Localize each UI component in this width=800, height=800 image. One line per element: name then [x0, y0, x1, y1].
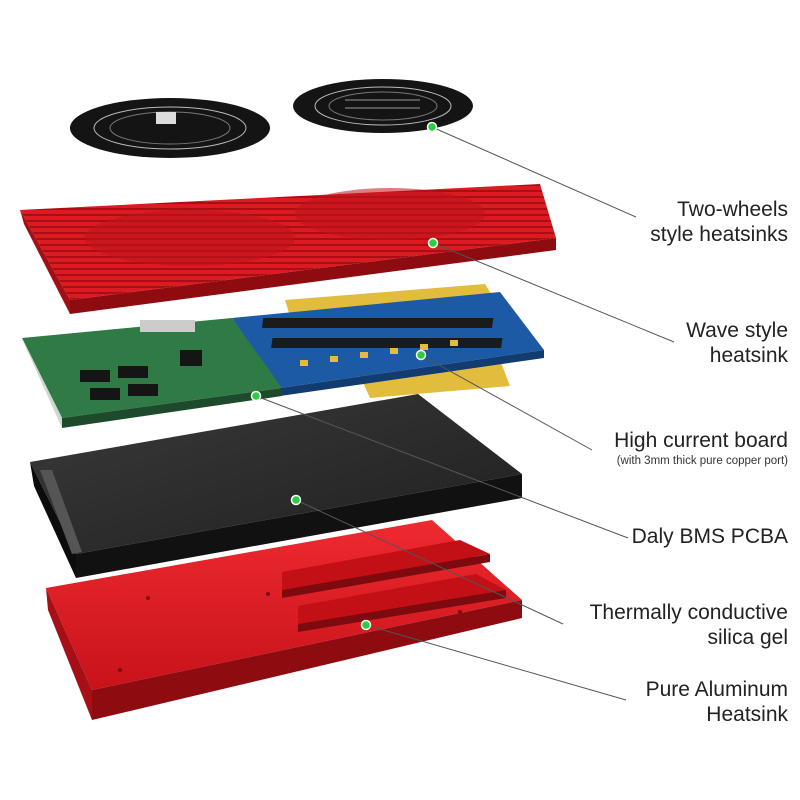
marker-aluminum: [360, 619, 372, 631]
label-silica: Thermally conductive silica gel: [590, 600, 788, 650]
marker-silica: [290, 494, 302, 506]
marker-daly: [250, 390, 262, 402]
bms-pcba: [22, 318, 282, 428]
label-wave-line2: heatsink: [709, 344, 788, 367]
leader-aluminum: [365, 624, 627, 701]
label-daly-line1: Daly BMS PCBA: [631, 525, 788, 548]
label-wave-line1: Wave style: [686, 319, 788, 342]
label-high-current: High current board (with 3mm thick pure …: [614, 428, 788, 469]
markers: [250, 121, 439, 631]
label-silica-line1: Thermally conductive: [589, 601, 788, 624]
label-wave: Wave style heatsink: [686, 318, 788, 368]
leader-high-current: [420, 354, 593, 451]
leader-two-wheels: [431, 126, 637, 218]
label-two-wheels: Two-wheels style heatsinks: [650, 197, 788, 247]
label-aluminum-line1: Pure Aluminum: [645, 678, 788, 701]
wave-heatsink: [20, 184, 556, 314]
wheel-heatsink-right: [293, 79, 473, 133]
label-two-wheels-line2: style heatsinks: [650, 223, 788, 246]
label-aluminum: Pure Aluminum Heatsink: [646, 677, 788, 727]
aluminum-base: [46, 520, 522, 720]
marker-high-current: [415, 349, 427, 361]
label-silica-line2: silica gel: [707, 626, 788, 649]
leader-silica: [295, 499, 564, 625]
label-high-current-line1: High current board: [614, 429, 788, 452]
marker-two-wheels: [426, 121, 438, 133]
leader-wave: [432, 242, 675, 343]
black-housing: [30, 394, 522, 578]
label-two-wheels-line1: Two-wheels: [677, 198, 788, 221]
label-high-current-note: (with 3mm thick pure copper port): [616, 455, 788, 467]
high-current-board: [232, 284, 544, 398]
wheel-heatsink-left: [70, 98, 270, 158]
label-aluminum-line2: Heatsink: [706, 703, 788, 726]
leader-daly: [255, 395, 629, 539]
leader-lines: [255, 126, 675, 701]
marker-wave: [427, 237, 439, 249]
label-daly: Daly BMS PCBA: [632, 524, 788, 549]
